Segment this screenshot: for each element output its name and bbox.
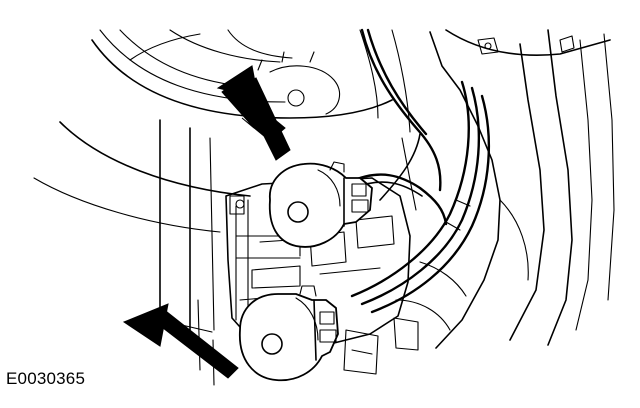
arrow-lower-shaft: [149, 307, 239, 379]
upper-connector: [268, 161, 373, 248]
callout-arrows: [122, 65, 291, 379]
lower-connector: [239, 285, 339, 382]
wiring-harness: [348, 28, 491, 314]
background-structure: [33, 29, 615, 386]
arrow-upper-shaft: [239, 77, 291, 161]
figure-reference-code: E0030365: [6, 369, 86, 388]
